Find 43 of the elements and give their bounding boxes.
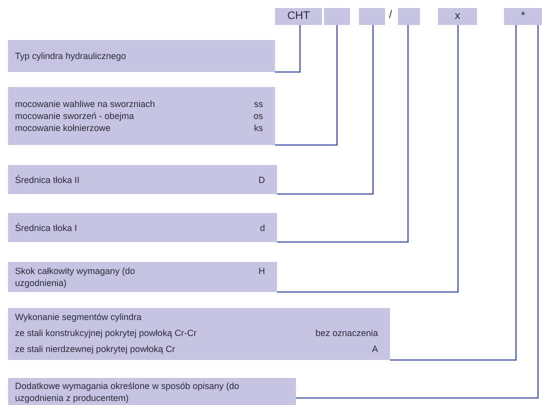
option-code: H: [258, 265, 265, 277]
option-code: A: [372, 343, 378, 355]
description-box: [8, 308, 390, 360]
connector-line: [277, 25, 374, 195]
option-code: ss: [254, 98, 263, 110]
code-field: [398, 8, 420, 25]
description-text: mocowanie kołnierzowe: [15, 122, 111, 134]
description-box: [8, 378, 296, 405]
code-field: [359, 8, 385, 25]
description-box: [8, 87, 275, 145]
code-symbol: x: [454, 10, 462, 23]
code-field: [504, 8, 542, 25]
connector-line: [277, 25, 409, 243]
description-box: [8, 262, 277, 292]
description-text: Średnica tłoka II: [15, 174, 80, 186]
code-field: [275, 8, 322, 25]
option-code: ks: [254, 122, 263, 134]
separator-symbol: /: [389, 9, 392, 21]
connector-line: [275, 25, 338, 146]
code-symbol: *: [520, 10, 526, 23]
option-code: os: [253, 110, 263, 122]
connector-line: [390, 25, 517, 361]
code-field: [438, 8, 477, 25]
description-text: Dodatkowe wymagania określone w sposób opisany (do uzgodnienia z producentem): [15, 380, 240, 404]
description-box: [8, 40, 275, 72]
description-text: mocowanie sworzeń - obejma: [15, 110, 134, 122]
description-text: Wykonanie segmentów cylindra: [15, 311, 142, 323]
code-field: [324, 8, 350, 25]
description-text: Średnica tłoka I: [15, 222, 78, 234]
description-text: Typ cylindra hydraulicznego: [15, 50, 126, 62]
option-code: D: [258, 174, 265, 186]
option-code: d: [260, 222, 265, 234]
connector-line: [275, 25, 301, 73]
description-box: [8, 165, 277, 194]
description-text: Skok całkowity wymagany (do uzgodnienia): [15, 265, 136, 289]
description-text: ze stali nierdzewnej pokrytej powłoką Cr: [15, 343, 176, 355]
code-symbol: CHT: [286, 10, 311, 23]
description-box: [8, 213, 277, 242]
option-code: bez oznaczenia: [315, 327, 378, 339]
connector-line: [277, 25, 459, 293]
description-text: ze stali konstrukcyjnej pokrytej powłoką Cr-Cr: [15, 327, 197, 339]
connector-line: [296, 25, 539, 399]
description-text: mocowanie wahliwe na sworzniach: [15, 98, 156, 110]
